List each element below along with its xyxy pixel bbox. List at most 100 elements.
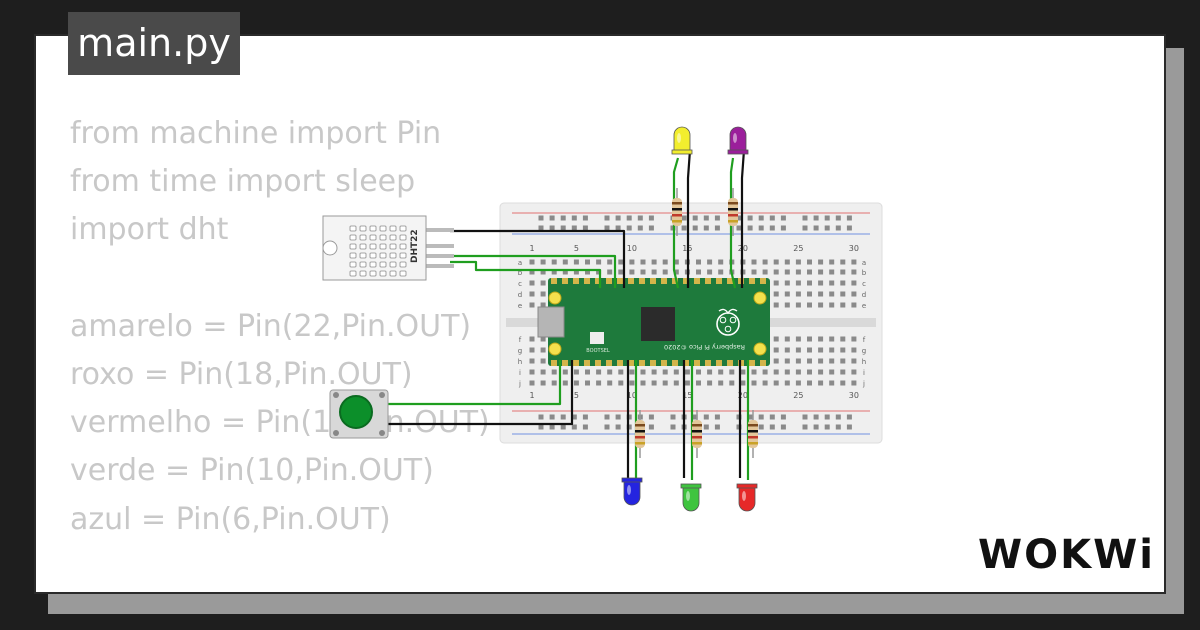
column-number: 5 [574, 244, 579, 253]
sensor-grille [349, 225, 407, 277]
code-preview: from machine import Pin from time import … [70, 110, 588, 592]
mounting-hole-icon [322, 240, 338, 256]
pico-pin [595, 278, 601, 284]
pico-pin [727, 278, 733, 284]
bootsel-button[interactable] [590, 332, 604, 344]
pico-pin [694, 278, 700, 284]
pico-brand-text: Raspberry Pi Pico ©2020 [664, 343, 745, 351]
row-letter: i [863, 369, 865, 377]
column-number: 1 [529, 391, 534, 400]
pico-pin [628, 360, 634, 366]
resistor [728, 188, 738, 236]
row-letter: a [862, 259, 866, 267]
row-letter: d [518, 291, 522, 299]
code-line: roxo = Pin(18,Pin.OUT) [70, 356, 413, 392]
rp2040-chip [641, 307, 675, 341]
code-line: amarelo = Pin(22,Pin.OUT) [70, 308, 472, 344]
pico-pin [562, 278, 568, 284]
row-letter: f [519, 336, 522, 344]
wokwi-logo: WOKWi [978, 532, 1152, 578]
code-line: verde = Pin(10,Pin.OUT) [70, 453, 434, 489]
row-letter: b [518, 269, 523, 277]
column-number: 30 [849, 391, 859, 400]
pico-pin [672, 278, 678, 284]
pico-pin [716, 360, 722, 366]
resistors [635, 188, 758, 458]
pico-pin [683, 278, 689, 284]
pico-pin [705, 360, 711, 366]
sensor-label: DHT22 [410, 229, 420, 263]
code-line: from time import sleep [70, 164, 416, 200]
pico-pin [650, 360, 656, 366]
pico-pin [749, 278, 755, 284]
row-letter: h [862, 358, 866, 366]
row-letter: c [518, 280, 522, 288]
push-button[interactable] [329, 389, 389, 439]
pico-pin [650, 278, 656, 284]
pico-pin [628, 278, 634, 284]
column-number: 30 [849, 244, 859, 253]
led-green [680, 483, 702, 512]
pico-pin [672, 360, 678, 366]
column-number: 15 [682, 391, 692, 400]
pico-pin [683, 360, 689, 366]
pico-pin [760, 360, 766, 366]
pico-pin [606, 360, 612, 366]
pico-pin [551, 278, 557, 284]
led-blue [621, 477, 643, 506]
code-line: azul = Pin(6,Pin.OUT) [70, 501, 391, 537]
row-letter: e [862, 302, 866, 310]
pico-pin [584, 360, 590, 366]
pico-pin [760, 278, 766, 284]
column-number: 10 [627, 391, 637, 400]
pico-pin [716, 278, 722, 284]
row-letter: b [862, 269, 867, 277]
pico-pin [573, 360, 579, 366]
code-line: import dht [70, 212, 229, 248]
pico-pin [617, 278, 623, 284]
pico-pin [584, 278, 590, 284]
pico-pin [727, 360, 733, 366]
pico-pin [705, 278, 711, 284]
pico-pin [639, 360, 645, 366]
wokwi-logo-text: WOKWi [978, 532, 1152, 578]
pico-pin [551, 360, 557, 366]
column-number: 5 [574, 391, 579, 400]
row-letter: j [518, 380, 521, 388]
resistor [692, 410, 702, 458]
dht22-sensor: DHT22 [322, 215, 454, 281]
bootsel-label: BOOTSEL [586, 348, 610, 354]
code-line: from machine import Pin [70, 116, 442, 151]
resistor [748, 410, 758, 458]
pico-pin [694, 360, 700, 366]
column-number: 25 [793, 391, 803, 400]
pico-pin [749, 360, 755, 366]
row-letter: d [862, 291, 866, 299]
leds [621, 126, 758, 512]
resistor [635, 410, 645, 458]
row-letter: j [862, 380, 865, 388]
row-letter: g [518, 347, 522, 355]
column-number: 1 [529, 244, 534, 253]
pico-pin [661, 360, 667, 366]
file-tab[interactable]: main.py [68, 12, 240, 75]
led-red [736, 483, 758, 512]
column-number: 25 [793, 244, 803, 253]
pico-pin [617, 360, 623, 366]
pico-pin [562, 360, 568, 366]
resistor [672, 188, 682, 236]
led-yellow [671, 126, 693, 155]
column-number: 10 [627, 244, 637, 253]
raspberry-pi-pico: BOOTSEL Raspberry Pi Pico ©2020 [537, 278, 770, 366]
row-letter: a [518, 259, 522, 267]
row-letter: e [518, 302, 522, 310]
row-letter: i [519, 369, 521, 377]
pico-pin [595, 360, 601, 366]
row-letter: g [862, 347, 866, 355]
pico-pin [661, 278, 667, 284]
pico-pin [639, 278, 645, 284]
column-number: 20 [738, 391, 748, 400]
pico-pin [606, 278, 612, 284]
